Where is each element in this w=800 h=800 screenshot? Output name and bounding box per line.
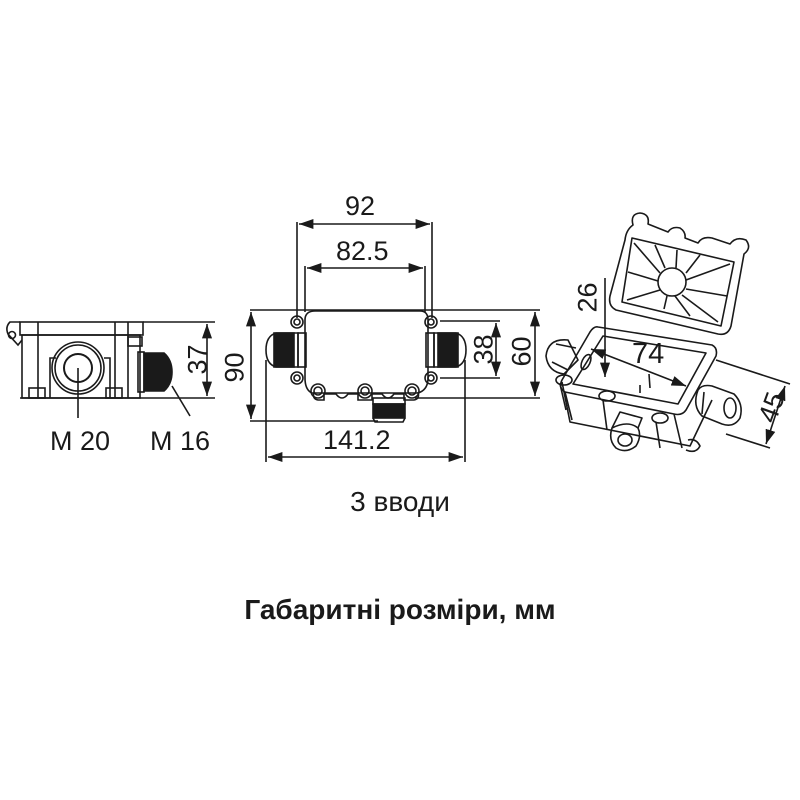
- label-m16: M 16: [150, 426, 211, 456]
- isometric-view: [545, 212, 791, 453]
- dim-side-height: 37: [182, 344, 213, 375]
- side-view: [6, 321, 215, 418]
- front-view: [245, 218, 541, 463]
- dim-body-height: 60: [506, 336, 537, 367]
- dim-total-height: 90: [219, 352, 250, 383]
- dim-hole-spacing: 38: [468, 334, 499, 365]
- dim-iso-length: 74: [632, 338, 665, 370]
- label-m20: M 20: [50, 426, 111, 456]
- dim-outer-width: 92: [345, 191, 376, 221]
- subcaption-inputs: 3 вводи: [350, 486, 450, 517]
- drawing-title: Габаритні розміри, мм: [244, 594, 556, 625]
- dim-total-length: 141.2: [323, 425, 391, 455]
- dim-inner-width: 82.5: [336, 236, 389, 266]
- dim-iso-depth: 26: [572, 282, 603, 313]
